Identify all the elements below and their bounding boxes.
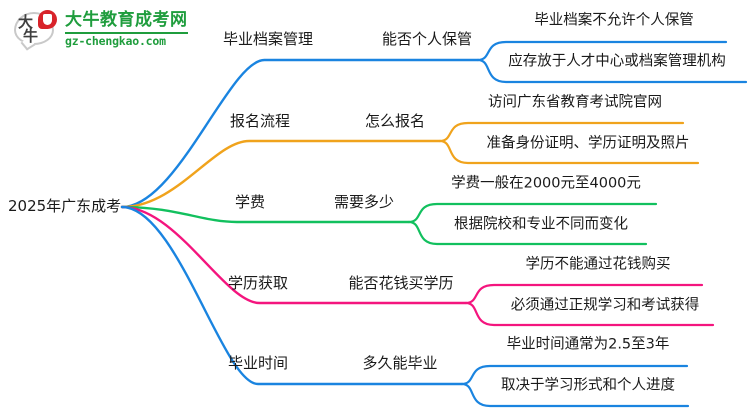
branch-3-level2-label[interactable]: 需要多少 bbox=[333, 193, 395, 211]
branch-2-level2-label[interactable]: 怎么报名 bbox=[364, 112, 426, 130]
branch-2-leaf-2-label[interactable]: 准备身份证明、学历证明及照片 bbox=[486, 135, 690, 152]
branch-1-leaf-1-label[interactable]: 毕业档案不允许个人保管 bbox=[534, 12, 694, 29]
branch-1-leaf-2-label[interactable]: 应存放于人才中心或档案管理机构 bbox=[508, 53, 726, 70]
branch-4-level2-label[interactable]: 能否花钱买学历 bbox=[348, 274, 454, 292]
branch-5-level1-label[interactable]: 毕业时间 bbox=[227, 354, 289, 372]
branch-2-leaf-1-label[interactable]: 访问广东省教育考试院官网 bbox=[488, 94, 662, 111]
logo-mark-char-2: 牛 bbox=[23, 27, 38, 45]
logo-mark-char-1: 大 bbox=[18, 13, 33, 31]
branch-3-leaf-2-label[interactable]: 根据院校和专业不同而变化 bbox=[454, 216, 628, 233]
logo-mark-characters: 大 牛 bbox=[18, 13, 38, 45]
branch-5-leaf-1-label[interactable]: 毕业时间通常为2.5至3年 bbox=[506, 336, 670, 353]
logo-mark-icon: 大 牛 bbox=[14, 10, 58, 50]
branch-4-leaf-1-label[interactable]: 学历不能通过花钱购买 bbox=[525, 256, 671, 273]
site-logo: 大 牛 大牛教育成考网 gz-chengkao.com bbox=[14, 10, 188, 50]
branch-4-level1-label[interactable]: 学历获取 bbox=[227, 274, 289, 292]
logo-red-badge-icon bbox=[38, 10, 57, 29]
branch-2-level1-label[interactable]: 报名流程 bbox=[229, 112, 291, 130]
branch-4-leaf-2-label[interactable]: 必须通过正规学习和考试获得 bbox=[510, 297, 700, 314]
mindmap-root-node[interactable]: 2025年广东成考 bbox=[8, 197, 122, 215]
branch-1-level1-label[interactable]: 毕业档案管理 bbox=[222, 30, 314, 48]
branch-5-leaf-2-label[interactable]: 取决于学习形式和个人进度 bbox=[501, 377, 675, 394]
logo-text-block: 大牛教育成考网 gz-chengkao.com bbox=[65, 12, 188, 48]
branch-1-level2-label[interactable]: 能否个人保管 bbox=[381, 30, 473, 48]
branch-5-level2-label[interactable]: 多久能毕业 bbox=[362, 354, 438, 372]
logo-title: 大牛教育成考网 bbox=[65, 10, 188, 31]
branch-3-level1-label[interactable]: 学费 bbox=[234, 193, 266, 211]
branch-3-leaf-1-label[interactable]: 学费一般在2000元至4000元 bbox=[451, 175, 641, 192]
logo-url: gz-chengkao.com bbox=[65, 32, 188, 48]
